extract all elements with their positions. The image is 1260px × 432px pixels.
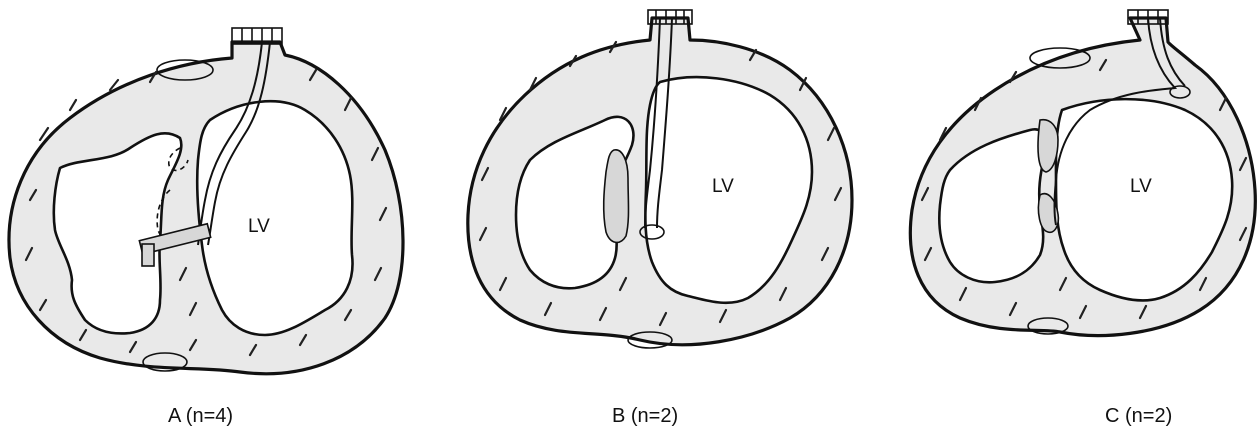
- panel-b-septal-ridge: [604, 150, 629, 243]
- panel-c: LV: [910, 10, 1255, 336]
- panel-b-caption: B (n=2): [612, 405, 678, 427]
- panel-b-lv-label: LV: [712, 176, 734, 197]
- panel-c-caption: C (n=2): [1105, 405, 1172, 427]
- panel-b: LV: [468, 10, 852, 348]
- panel-a-caption: A (n=4): [168, 405, 233, 427]
- panel-c-lv-label: LV: [1130, 176, 1152, 197]
- panel-a-left-ventricle: [197, 101, 352, 335]
- panel-a-lv-label: LV: [248, 216, 270, 237]
- panel-a: LV: [9, 28, 403, 374]
